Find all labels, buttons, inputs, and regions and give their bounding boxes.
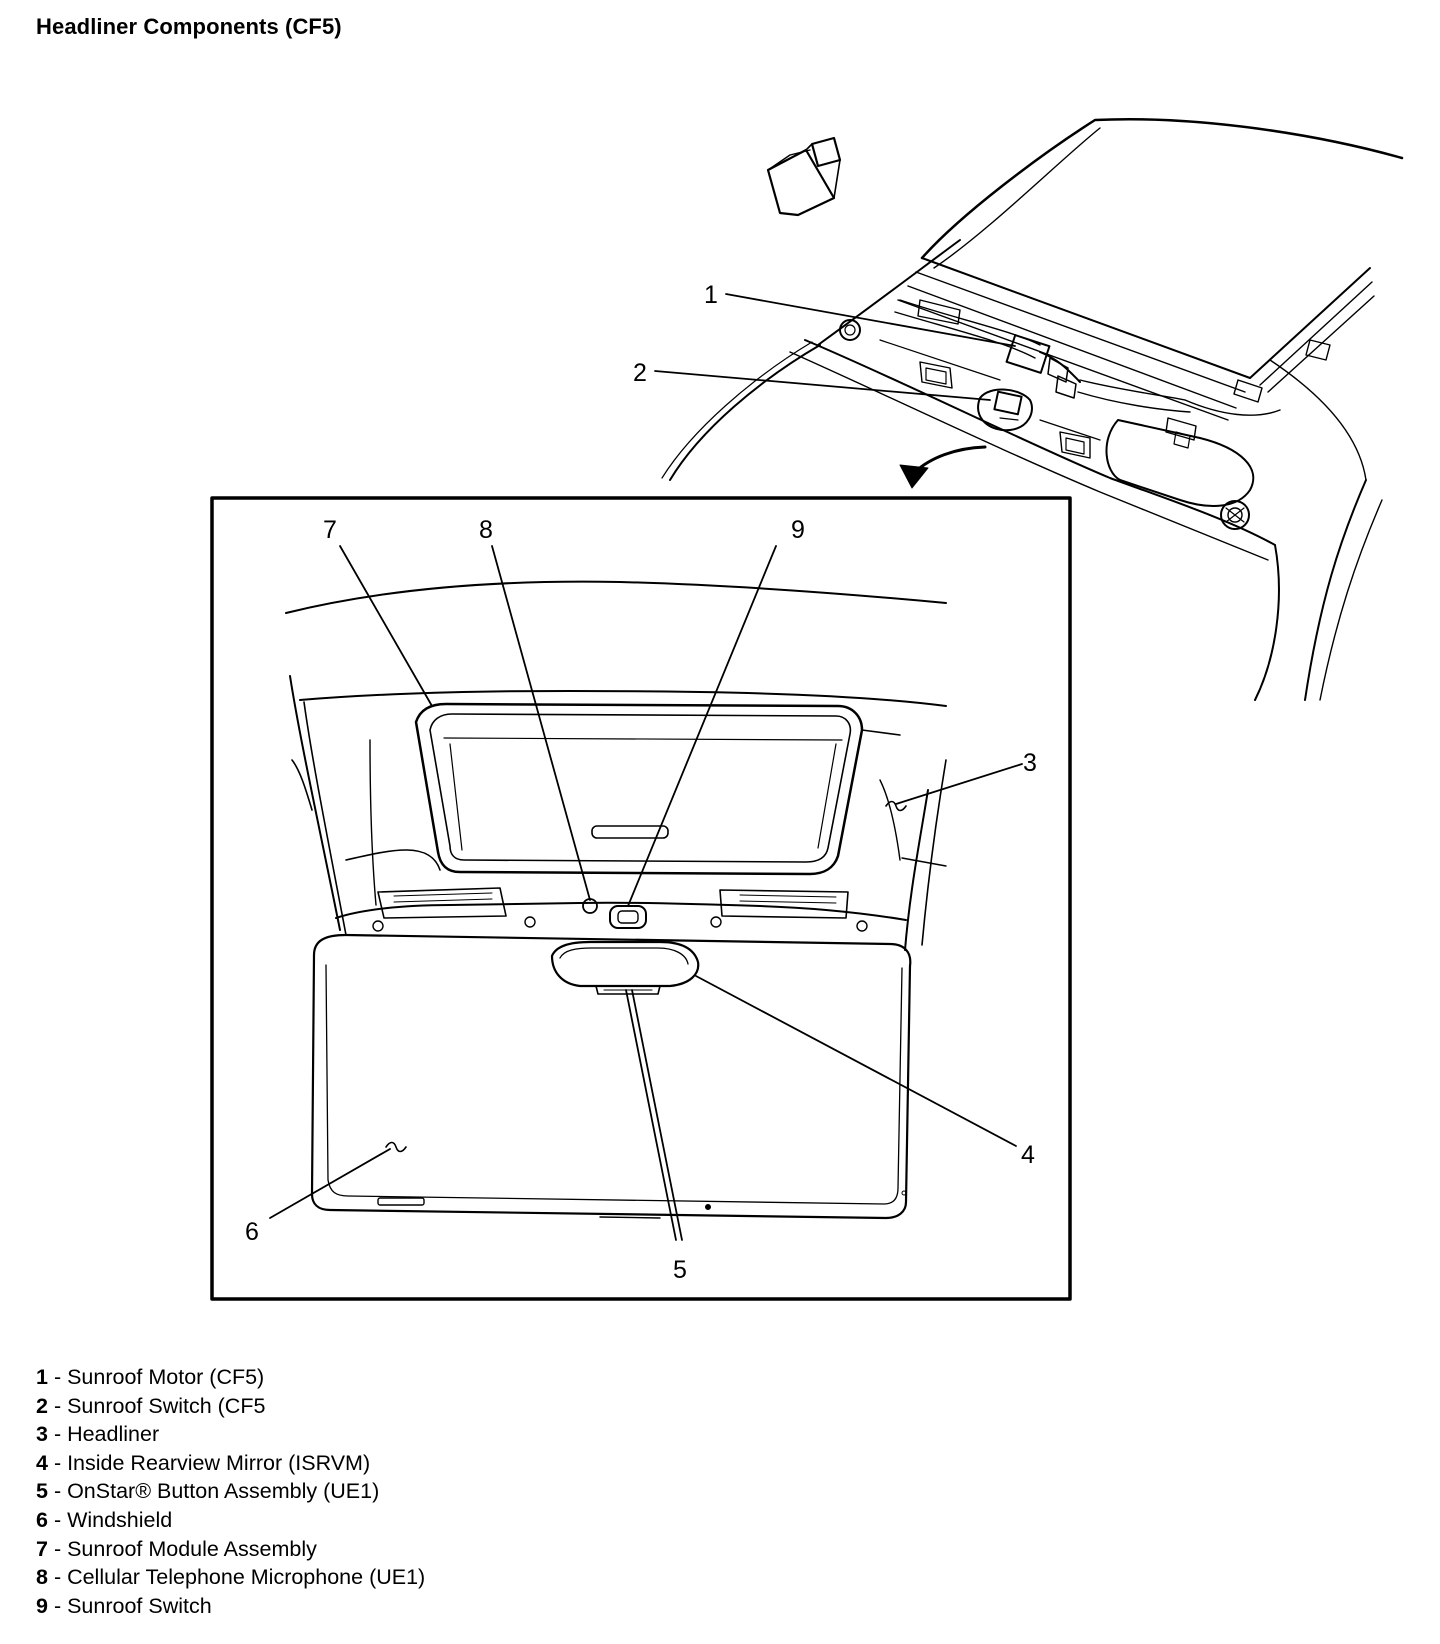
legend-separator: - <box>47 1393 68 1418</box>
legend-number: 7 <box>36 1536 48 1561</box>
legend-text: Cellular Telephone Microphone (UE1) <box>67 1565 426 1590</box>
legend-item: 2 - Sunroof Switch (CF5 <box>36 1392 425 1421</box>
legend-number: 5 <box>36 1479 48 1504</box>
legend-item: 4 - Inside Rearview Mirror (ISRVM) <box>36 1449 425 1478</box>
legend-text: Sunroof Module Assembly <box>67 1536 317 1561</box>
legend-text: Inside Rearview Mirror (ISRVM) <box>67 1450 371 1475</box>
legend-separator: - <box>47 1479 68 1504</box>
callout-9: 9 <box>791 516 805 544</box>
leader-8 <box>491 545 591 901</box>
interior-detail-illustration <box>269 545 1023 1241</box>
legend-number: 8 <box>36 1565 48 1590</box>
component-legend: 1 - Sunroof Motor (CF5) 2 - Sunroof Swit… <box>36 1363 425 1620</box>
legend-text: Sunroof Switch <box>67 1593 212 1618</box>
legend-number: 2 <box>36 1393 48 1418</box>
leader-3 <box>895 763 1023 805</box>
legend-item: 8 - Cellular Telephone Microphone (UE1) <box>36 1563 425 1592</box>
legend-separator: - <box>47 1422 68 1447</box>
legend-text: Sunroof Motor (CF5) <box>67 1365 265 1389</box>
leader-1 <box>725 293 1016 347</box>
legend-number: 4 <box>36 1450 48 1475</box>
callout-3: 3 <box>1023 749 1037 777</box>
forward-arrow-icon <box>766 136 842 217</box>
callout-7: 7 <box>323 516 337 544</box>
callout-1: 1 <box>704 281 718 309</box>
callout-6: 6 <box>245 1218 259 1246</box>
curved-arrow-icon <box>899 445 987 489</box>
callout-4: 4 <box>1021 1141 1035 1169</box>
leader-5b <box>631 989 683 1241</box>
legend-separator: - <box>47 1507 68 1532</box>
legend-separator: - <box>47 1593 68 1618</box>
legend-number: 6 <box>36 1507 48 1532</box>
legend-text: Headliner <box>67 1422 160 1447</box>
detail-frame <box>210 496 1072 1301</box>
callout-2: 2 <box>633 359 647 387</box>
legend-number: 3 <box>36 1422 48 1447</box>
headliner-diagram: 1 2 3 4 5 6 7 8 9 <box>210 117 1404 1301</box>
callout-8: 8 <box>479 516 493 544</box>
legend-text: Sunroof Switch (CF5 <box>67 1393 266 1418</box>
leader-5a <box>625 989 677 1241</box>
roof-overview-illustration <box>654 117 1404 701</box>
leader-9 <box>627 545 777 907</box>
legend-item: 7 - Sunroof Module Assembly <box>36 1535 425 1564</box>
legend-separator: - <box>47 1565 68 1590</box>
legend-item: 9 - Sunroof Switch <box>36 1592 425 1621</box>
legend-item: 3 - Headliner <box>36 1420 425 1449</box>
page-title: Headliner Components (CF5) <box>36 14 342 39</box>
legend-number: 9 <box>36 1593 48 1618</box>
callout-5: 5 <box>673 1256 687 1284</box>
leader-4 <box>695 975 1017 1147</box>
leader-6 <box>269 1148 391 1219</box>
leader-7 <box>339 545 433 707</box>
legend-item: 1 - Sunroof Motor (CF5) <box>36 1363 425 1392</box>
legend-text: Windshield <box>67 1507 173 1532</box>
legend-item: 5 - OnStar® Button Assembly (UE1) <box>36 1477 425 1506</box>
legend-item: 6 - Windshield <box>36 1506 425 1535</box>
legend-separator: - <box>47 1536 68 1561</box>
legend-number: 1 <box>36 1365 48 1389</box>
legend-separator: - <box>47 1450 68 1475</box>
legend-separator: - <box>47 1365 68 1389</box>
legend-text: OnStar® Button Assembly (UE1) <box>67 1479 380 1504</box>
leader-2 <box>654 370 991 401</box>
